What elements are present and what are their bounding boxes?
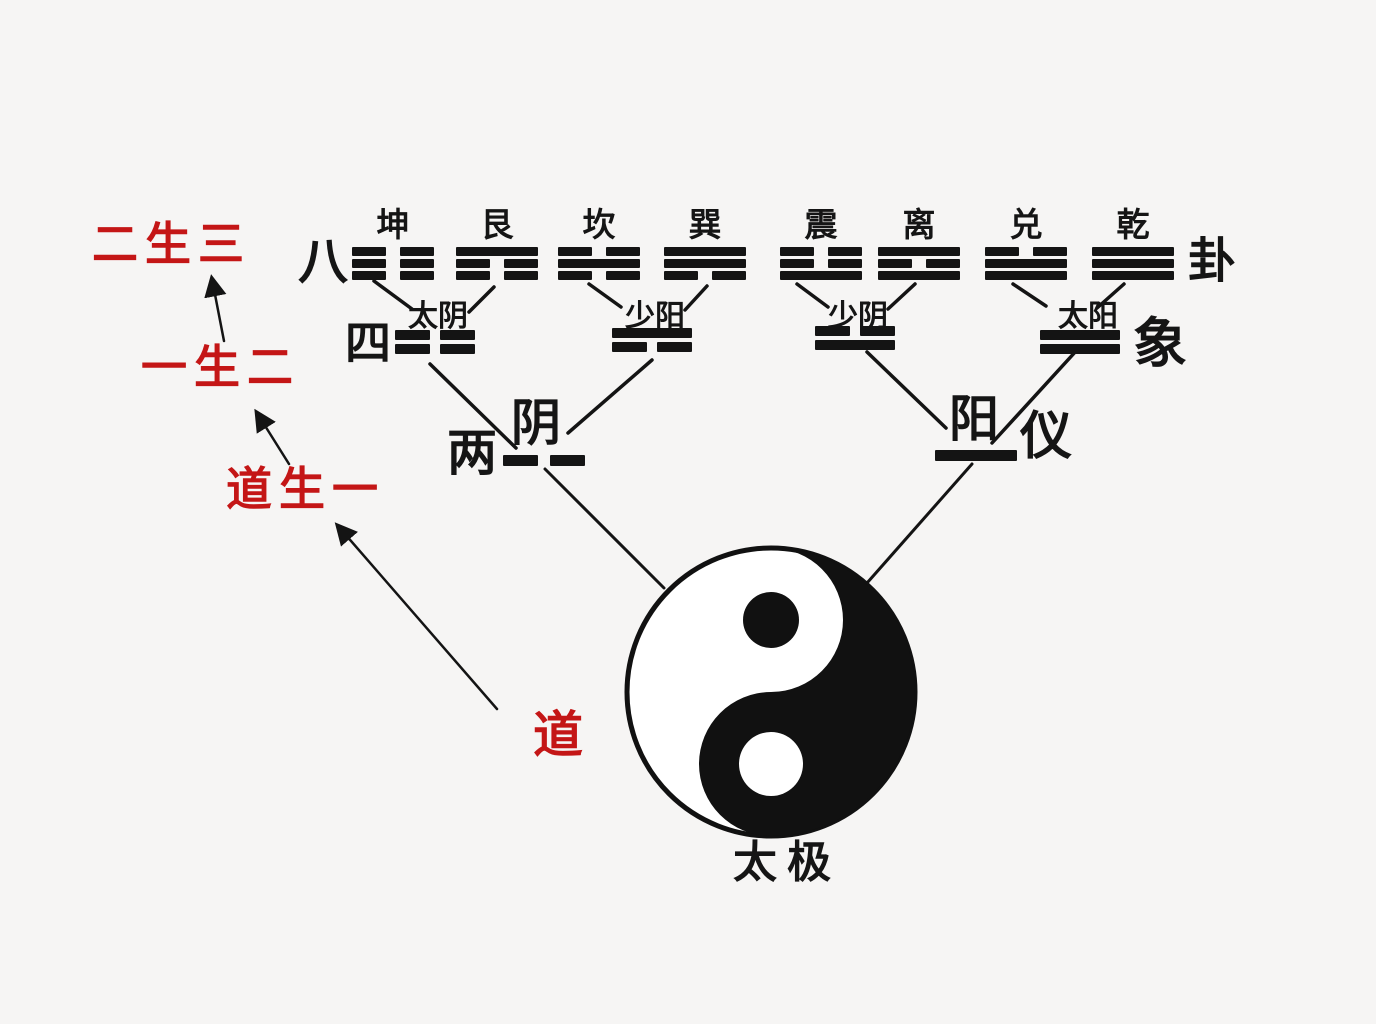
trigram-gen (456, 247, 538, 280)
yin-line (352, 259, 434, 268)
yang-line (1040, 330, 1120, 340)
image-name-taiyang: 太阳 (1058, 300, 1118, 333)
arrow-yishenger-to-ershengsan (204, 274, 227, 343)
yang-line (612, 328, 692, 338)
digram-taiyang (1040, 330, 1120, 358)
connector-taiyang-yang (990, 348, 1079, 445)
yin-line (664, 271, 746, 280)
form-name-yang: 阳 (949, 391, 999, 447)
digram-shaoyin (815, 326, 895, 354)
trigram-kan (558, 247, 640, 280)
yin-line (780, 259, 862, 268)
yin-line (780, 247, 862, 256)
yin-line (352, 247, 434, 256)
trigram-name-xun: 巽 (688, 208, 722, 244)
annotation-yi-sheng-er: 一生二 (141, 342, 300, 393)
two-form-connectors (543, 462, 974, 590)
digram-shaoyang (612, 328, 692, 356)
connector-shaoyin-yang (865, 350, 948, 430)
trigram-qian (1092, 247, 1174, 280)
connector-zhen-shaoyin (795, 282, 830, 309)
yang-line (985, 259, 1067, 268)
yang-line (878, 271, 960, 280)
yin-line (985, 247, 1067, 256)
liangyi-right-char: 仪 (1020, 409, 1073, 466)
bagua-right-char: 卦 (1188, 235, 1237, 288)
monogram-yin (503, 455, 585, 466)
connector-yin-taiji (543, 467, 666, 590)
yin-line (878, 259, 960, 268)
trigram-dui (985, 247, 1067, 280)
yang-line (780, 271, 862, 280)
taiji-white-eye (739, 732, 803, 796)
trigram-name-kan: 坎 (582, 208, 616, 244)
taiji-label: 太极 (733, 838, 841, 887)
yang-line (456, 247, 538, 256)
yin-line (503, 455, 585, 466)
yin-line (395, 330, 475, 340)
yang-line (878, 247, 960, 256)
image-name-taiyin: 太阴 (408, 300, 468, 333)
yin-line (456, 271, 538, 280)
monogram-yang (935, 450, 1017, 461)
liangyi-left-char: 两 (447, 425, 497, 481)
form-name-yin: 阴 (511, 395, 561, 451)
connector-gen-taiyin (467, 285, 496, 314)
image-name-shaoyang: 少阳 (625, 300, 685, 333)
yang-line (664, 247, 746, 256)
yang-line (1040, 344, 1120, 354)
trigram-name-li: 离 (902, 208, 936, 244)
digram-taiyin (395, 330, 475, 358)
yin-line (558, 271, 640, 280)
taiji-black-eye (743, 592, 799, 648)
trigram-xun (664, 247, 746, 280)
yang-line (558, 259, 640, 268)
taiji-symbol (624, 545, 918, 839)
yin-line (815, 326, 895, 336)
yin-line (395, 344, 475, 354)
trigram-connectors (372, 279, 1126, 314)
yang-line (815, 340, 895, 350)
trigram-zhen (780, 247, 862, 280)
yin-line (558, 247, 640, 256)
yin-line (456, 259, 538, 268)
connector-li-shaoyin (886, 282, 917, 311)
connector-xun-shaoyang (683, 284, 709, 312)
bagua-left-char: 八 (298, 234, 348, 290)
connector-dui-taiyang (1011, 282, 1048, 308)
connector-kun-taiyin (372, 279, 414, 311)
annotation-er-sheng-san: 二生三 (92, 219, 251, 270)
trigram-name-dui: 兑 (1009, 208, 1043, 244)
yang-line (664, 259, 746, 268)
trigram-li (878, 247, 960, 280)
annotation-dao-sheng-yi: 道生一 (226, 464, 385, 515)
arrow-daoshengyi-to-yishenger (254, 408, 291, 466)
connector-taiyin-yin (428, 362, 518, 450)
sixiang-right-char: 象 (1133, 314, 1187, 374)
yang-line (1092, 259, 1174, 268)
yin-line (612, 342, 692, 352)
annotation-dao: 道 (533, 707, 583, 763)
sixiang-left-char: 四 (345, 318, 391, 369)
yang-line (1092, 271, 1174, 280)
trigram-name-zhen: 震 (804, 208, 838, 244)
connector-kan-shaoyang (587, 282, 623, 309)
trigram-name-gen: 艮 (480, 208, 514, 244)
yang-line (1092, 247, 1174, 256)
annotation-arrows (204, 274, 499, 711)
connector-shaoyang-yin (566, 358, 654, 435)
trigram-name-kun: 坤 (376, 208, 410, 244)
yang-line (985, 271, 1067, 280)
connector-qian-taiyang (1095, 282, 1126, 310)
connector-yang-taiji (865, 462, 974, 585)
yin-line (352, 271, 434, 280)
yang-line (935, 450, 1017, 461)
arrow-dao-to-daoshengyi (334, 522, 499, 711)
trigram-name-qian: 乾 (1116, 208, 1150, 244)
four-image-connectors (428, 348, 1079, 450)
trigram-kun (352, 247, 434, 280)
